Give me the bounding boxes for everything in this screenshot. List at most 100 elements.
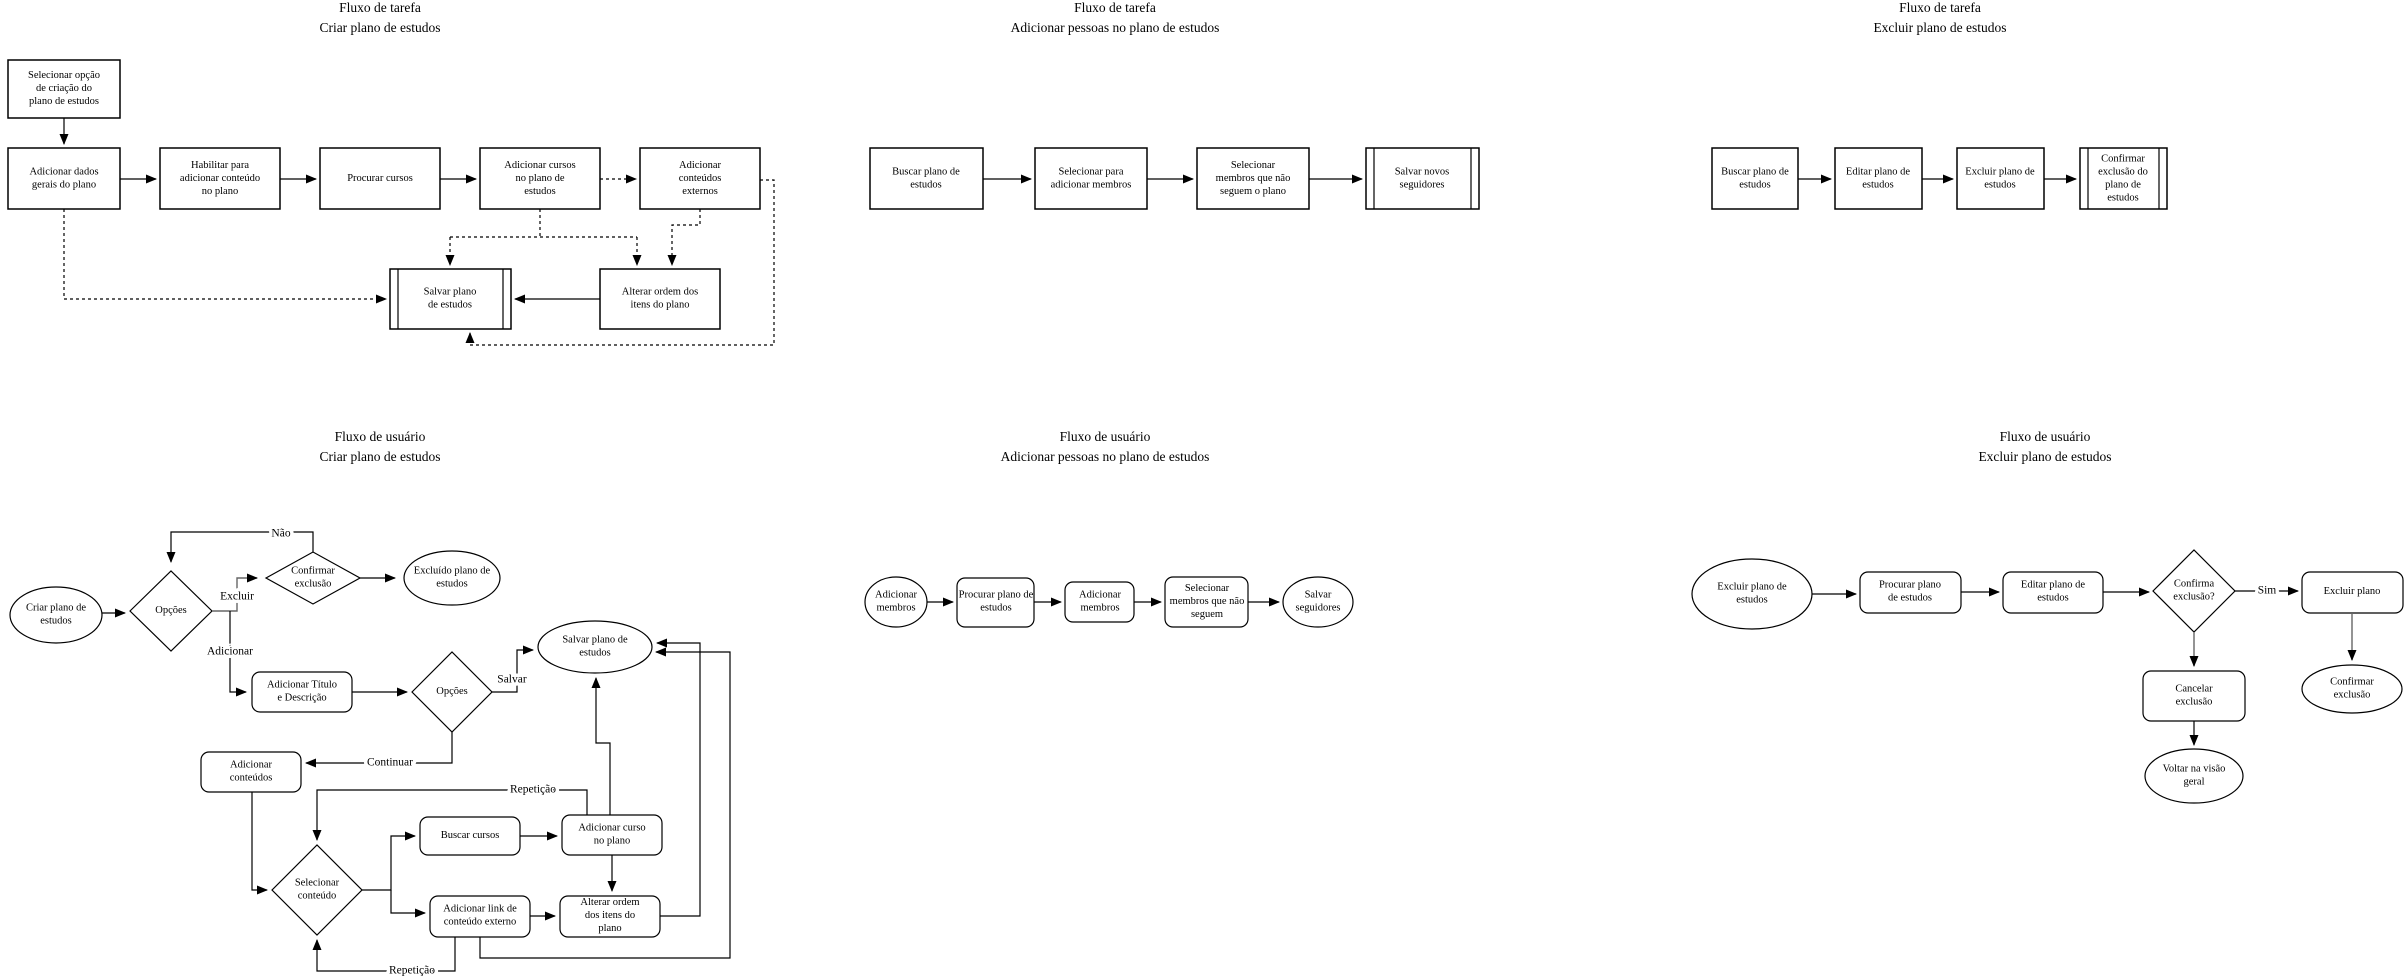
node-excluir-plano[interactable] — [1956, 147, 2045, 210]
node-confirmar-exclusao-subprocess[interactable] — [2079, 147, 2168, 210]
edge-link-to-salvar-plano[interactable] — [479, 647, 731, 959]
edge-cursos-split-dashed[interactable] — [450, 209, 637, 238]
node-end-salvar-seguidores[interactable] — [1282, 576, 1354, 628]
edge-excluir-branch[interactable] — [212, 573, 258, 612]
edge-externos-to-alterar-dashed[interactable] — [667, 209, 701, 266]
node-start-criar-plano[interactable] — [9, 586, 103, 644]
node-label: Buscar cursos — [441, 830, 500, 841]
node-alterar-ordem-itens[interactable] — [599, 268, 721, 330]
node-buscar-plano[interactable] — [1711, 147, 1799, 210]
node-selecionar-para-adicionar[interactable] — [1034, 147, 1148, 210]
node-label: Excluir plano — [2324, 586, 2381, 597]
node-label: Opções — [436, 686, 468, 697]
edge-conteudos-to-selecionar[interactable] — [251, 792, 268, 895]
edge-repeticao-top-loop[interactable] — [312, 789, 588, 841]
edge-alterar-to-salvar-plano[interactable] — [656, 638, 701, 917]
node-adicionar-dados-gerais[interactable] — [7, 147, 121, 210]
edge-label-sim: Sim — [2258, 585, 2277, 597]
node-selecionar-opcao-criacao[interactable] — [7, 59, 121, 119]
node-end-excluido-plano[interactable] — [403, 550, 501, 606]
node-label: Procurar cursos — [347, 173, 413, 184]
node-adicionar-conteudos[interactable] — [200, 751, 302, 793]
edge-label-salvar: Salvar — [497, 674, 527, 686]
node-membros-nao-seguem[interactable] — [1196, 147, 1310, 210]
node-end-confirmar-exclusao[interactable] — [2301, 664, 2403, 714]
edge-continuar-branch[interactable] — [305, 732, 453, 768]
node-salvar-plano-subprocess[interactable] — [389, 268, 512, 330]
edge-curso-to-salvar-plano[interactable] — [591, 677, 611, 815]
edge-label-continuar: Continuar — [367, 757, 413, 769]
edge-selecionar-to-link[interactable] — [390, 890, 426, 918]
node-end-salvar-plano[interactable] — [537, 620, 653, 674]
edge-dados-to-salvar-dashed[interactable] — [63, 209, 387, 304]
edge-externos-loop-to-salvar-dashed[interactable] — [465, 179, 775, 346]
node-label: Opções — [155, 605, 187, 616]
edge-repeticao-bottom-loop[interactable] — [312, 937, 456, 972]
node-end-voltar-visao-geral[interactable] — [2144, 748, 2244, 804]
edge-label-repeticao-bottom: Repetição — [389, 965, 435, 977]
edge-selecionar-to-buscar[interactable] — [362, 831, 416, 891]
edge-nao-loop[interactable] — [166, 531, 314, 563]
node-editar-plano[interactable] — [1834, 147, 1923, 210]
edge-salvar-branch[interactable] — [492, 645, 534, 693]
node-buscar-plano[interactable] — [869, 147, 984, 210]
node-salvar-novos-subprocess[interactable] — [1365, 147, 1480, 210]
edge-label-excluir: Excluir — [220, 591, 254, 603]
node-habilitar-conteudo[interactable] — [159, 147, 281, 210]
edge-adicionar-branch[interactable] — [229, 611, 247, 697]
edge-label-adicionar: Adicionar — [207, 646, 253, 658]
edge-label-repeticao-top: Repetição — [510, 784, 556, 796]
node-adicionar-conteudos-externos[interactable] — [639, 147, 761, 210]
